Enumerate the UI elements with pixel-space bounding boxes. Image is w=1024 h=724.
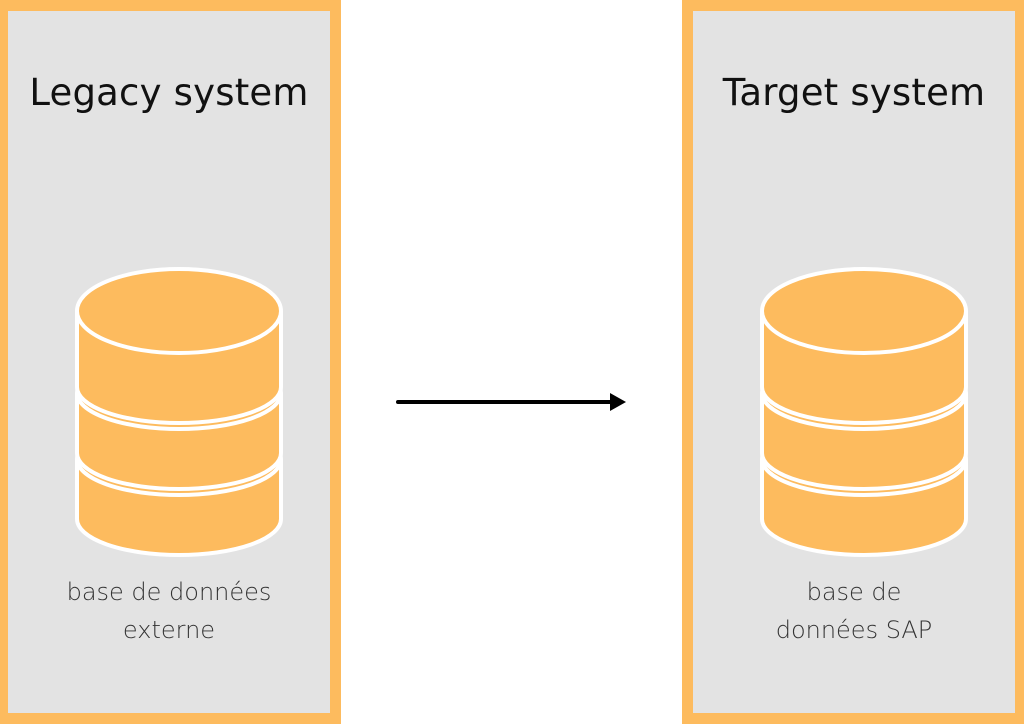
target-caption-line-2: données SAP <box>775 616 933 644</box>
legacy-system-title: Legacy system <box>29 71 309 114</box>
legacy-system-caption: base de données externe <box>28 573 310 649</box>
legacy-caption-line-1: base de données <box>66 578 272 606</box>
target-system-title: Target system <box>722 71 986 114</box>
target-system-caption: base de données SAP <box>713 573 995 649</box>
legacy-system-panel: Legacy system base de données externe <box>0 0 341 724</box>
target-system-panel: Target system base de données SAP <box>682 0 1024 724</box>
legacy-caption-line-2: externe <box>122 616 216 644</box>
target-caption-line-1: base de <box>806 578 902 606</box>
database-icon <box>75 267 283 557</box>
database-icon <box>760 267 968 557</box>
arrow-right-icon <box>396 393 626 411</box>
